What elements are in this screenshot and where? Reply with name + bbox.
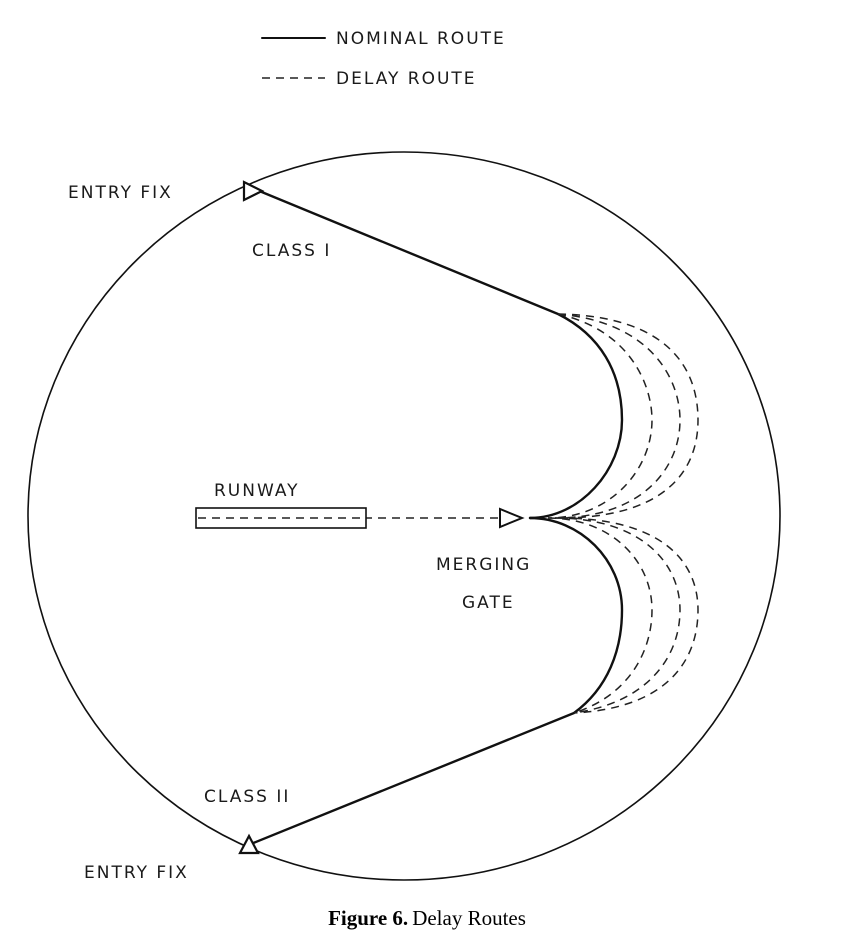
terminal-area-circle [27,151,781,881]
nominal-route-class-1 [250,186,624,520]
entry-fix-bottom-label: ENTRY FIX [84,863,189,883]
class-2-label: CLASS II [204,787,290,807]
delay-route-top-3 [557,313,699,519]
figure-caption: Figure 6. Delay Routes [328,906,526,930]
runway-label: RUNWAY [214,481,300,501]
runway: RUNWAY [195,481,367,529]
delay-route-bottom-3 [559,517,699,714]
nominal-route-class-2 [244,516,624,848]
entry-fix-bottom-triangle [238,833,260,855]
delay-route-top-1 [547,313,653,519]
caption-number: Figure 6. [328,906,408,930]
delay-route-top-2 [554,313,681,519]
delay-route-bottom-1 [547,517,653,714]
runway-strip [195,507,367,529]
delay-route-bottom-2 [554,517,681,714]
legend-delay-label: DELAY ROUTE [336,69,477,89]
nominal-routes [244,186,624,848]
class-1-label: CLASS I [252,241,331,261]
legend: NOMINAL ROUTE DELAY ROUTE [261,29,506,89]
merging-gate-label-line1: MERGING [436,555,531,575]
entry-fix-top-triangle [242,180,265,202]
merging-gate-label-line2: GATE [462,593,515,613]
entry-fix-top-label: ENTRY FIX [68,183,173,203]
merging-gate-triangle [499,507,525,529]
delay-routes [196,313,699,714]
caption-title: Delay Routes [412,906,526,930]
legend-nominal-label: NOMINAL ROUTE [336,29,506,49]
